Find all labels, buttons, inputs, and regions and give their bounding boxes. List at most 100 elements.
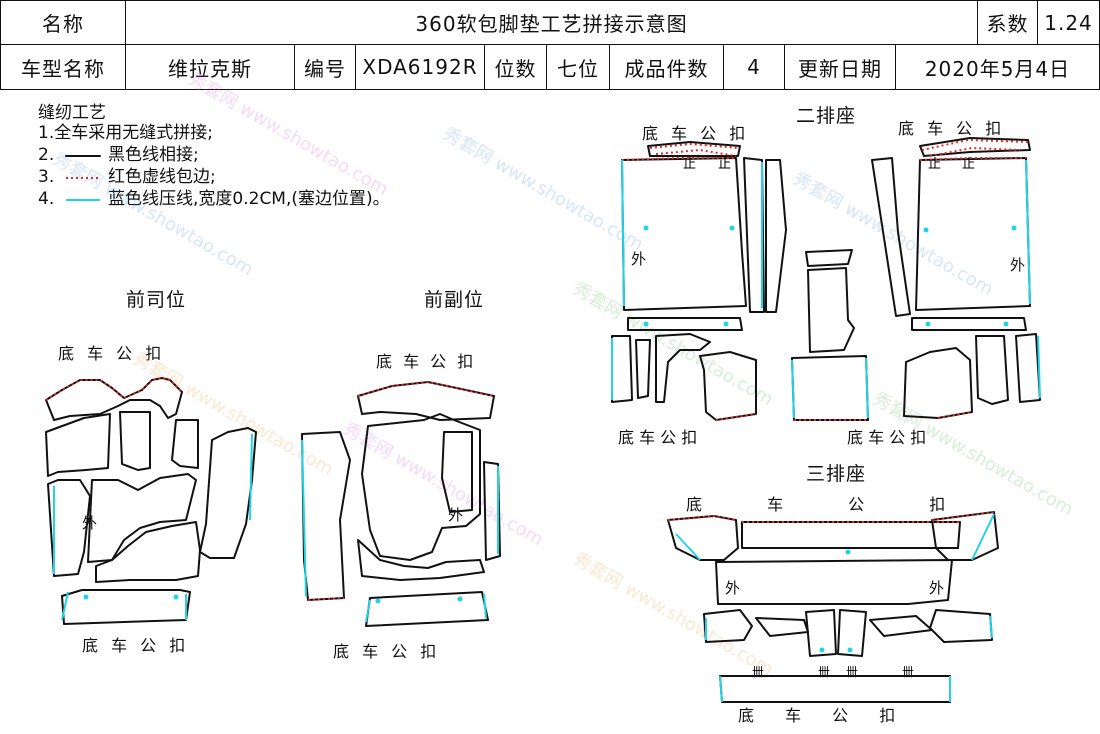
date-label: 更新日期	[798, 56, 882, 81]
stitch-mark: 止	[962, 157, 975, 172]
model-value-cell: 维拉克斯	[125, 44, 295, 90]
row3-right-top	[931, 511, 999, 561]
coef-value: 1.24	[1044, 10, 1093, 35]
driver-lower-piece	[95, 521, 201, 583]
row2-left-lower-bend	[655, 333, 711, 403]
clip-hole	[1011, 225, 1017, 231]
clip-label-row2-right-bottom: 底 车 公 扣	[847, 428, 927, 447]
passenger-right-strip	[483, 461, 501, 561]
section-driver-title: 前司位	[126, 289, 187, 311]
clip-label-passenger-bottom: 底 车 公 扣	[333, 642, 437, 661]
outer-label-row2-right: 外	[1010, 256, 1026, 274]
clip-hole	[375, 598, 381, 604]
pieces-value: 4	[747, 55, 761, 79]
notes-line-3-prefix: 3.	[38, 167, 55, 187]
row2-right-cross-strip	[911, 317, 1027, 331]
clip-label-driver-top: 底 车 公 扣	[58, 344, 162, 363]
row2-left-lower-binding	[715, 413, 757, 421]
row2-middle-right-strip	[871, 157, 911, 317]
row2-middle-top	[805, 249, 853, 267]
notes-line-2-prefix: 2.	[38, 145, 55, 165]
date-value-cell: 2020年5月4日	[895, 44, 1100, 90]
clip-label-row2-left-top: 底 车 公 扣	[642, 124, 746, 143]
row2-left-top-strip	[647, 141, 741, 157]
row3-mat: 卌 卌 卌 卌	[667, 511, 999, 703]
clip-hole	[923, 227, 929, 233]
stitch-mark: 止	[928, 157, 941, 172]
clip-label-driver-bottom: 底 车 公 扣	[82, 636, 186, 655]
model-label: 车型名称	[21, 56, 105, 81]
row2-middle-piece	[807, 267, 855, 353]
row2-right-main-binding	[919, 157, 1026, 161]
row2-left-lower-right	[699, 351, 757, 421]
row2-left-main-binding	[621, 157, 736, 161]
driver-bottom-press-line	[61, 591, 69, 621]
row3-lower-right-bar	[869, 615, 933, 637]
driver-center-upper	[119, 411, 151, 471]
row3-lower-right	[929, 609, 993, 643]
row2-left-main	[621, 157, 747, 311]
row3-right-top-binding	[931, 511, 995, 521]
driver-left-side	[47, 479, 91, 577]
notes-line-3-text: 红色虚线包边;	[108, 167, 216, 187]
pieces-label: 成品件数	[624, 56, 709, 81]
clip-hole	[83, 594, 89, 600]
passenger-bottom-piece	[365, 591, 489, 627]
driver-top-binding	[45, 376, 183, 401]
seats-value-cell: 七位	[546, 44, 610, 90]
notes-line-4-prefix: 4.	[38, 189, 55, 209]
notes-title: 缝纫工艺	[38, 103, 106, 123]
stitch-mark: 止	[718, 157, 731, 172]
row3-left-press-line	[675, 533, 701, 561]
code-label: 编号	[304, 56, 346, 81]
clip-hole	[173, 594, 179, 600]
row3-main-piece	[715, 559, 953, 605]
driver-center-piece	[87, 473, 197, 563]
row2-left-lower-strip	[611, 335, 633, 403]
row3-bottom-press-line	[719, 675, 723, 703]
coef-label-cell: 系数	[977, 0, 1038, 45]
row2-right-top-strip	[919, 137, 1031, 157]
clip-label-passenger-top: 底 车 公 扣	[376, 352, 474, 371]
row2-right-lower-press-line	[1037, 335, 1041, 399]
row2-right-lower-strip	[1015, 333, 1041, 403]
passenger-bottom-press-line-right	[483, 593, 487, 619]
row3-left-top-binding	[667, 514, 737, 521]
model-value: 维拉克斯	[168, 56, 252, 81]
seats-label-cell: 位数	[484, 44, 547, 90]
clip-hole	[729, 225, 735, 231]
stitch-mark: 止	[683, 157, 696, 172]
code-value-cell: XDA6192R	[355, 44, 485, 90]
clip-label-row3-top: 底 车 公 扣	[686, 495, 946, 514]
passenger-top-piece	[357, 381, 495, 421]
row2-left-press-line	[621, 159, 625, 307]
model-label-cell: 车型名称	[0, 44, 126, 90]
row2-right-lower-binding	[937, 411, 973, 419]
notes-line-4-text: 蓝色线压线,宽度0.2CM,(塞边位置)。	[108, 189, 390, 209]
clip-hole	[847, 647, 853, 653]
coef-label: 系数	[986, 12, 1029, 36]
clip-hole	[819, 647, 825, 653]
row2-middle-lower-press-line	[791, 359, 795, 419]
notes-line-1: 1.全车采用无缝式拼接;	[38, 123, 213, 143]
notes-line-2-text: 黑色线相接;	[108, 145, 199, 165]
driver-right-press-line	[249, 433, 253, 521]
row3-top-strip	[741, 521, 961, 549]
driver-bottom-piece	[61, 589, 191, 625]
row2-right-top-binding	[921, 138, 1029, 157]
clip-hole	[643, 321, 649, 327]
driver-right-upper	[171, 419, 199, 469]
row2-right-main	[915, 157, 1031, 311]
seats-value: 七位	[557, 56, 599, 81]
row3-right-press-line	[971, 513, 995, 561]
clip-label-row2-right-top: 底 车 公 扣	[898, 119, 1002, 138]
row2-mat: 止 止 止	[611, 137, 1041, 421]
driver-top-piece	[45, 377, 183, 421]
row2-middle-left-strip	[765, 159, 787, 313]
passenger-left-strip	[301, 431, 351, 601]
code-value: XDA6192R	[362, 55, 478, 79]
passenger-bottom-press-line	[365, 599, 371, 623]
passenger-main-piece	[361, 413, 481, 561]
